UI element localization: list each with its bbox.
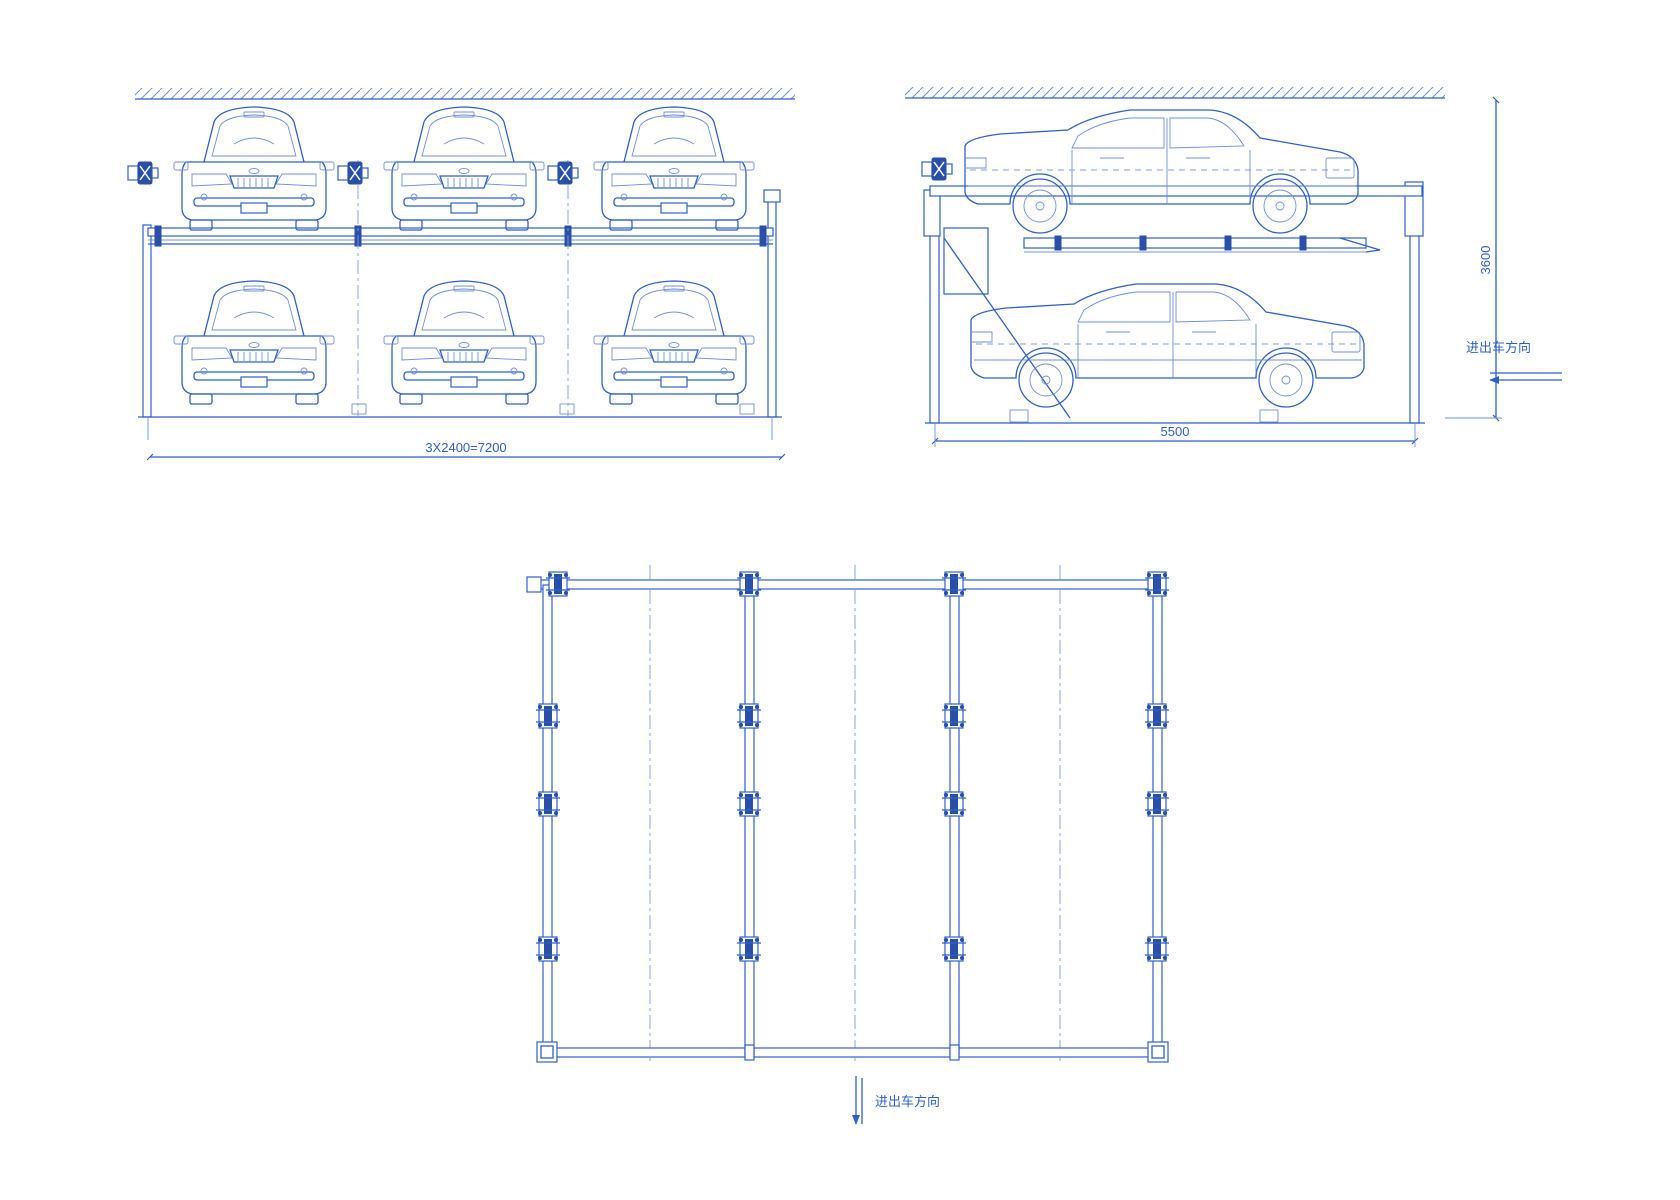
motor-icon (337, 161, 369, 185)
joint-icon (535, 791, 561, 817)
motor-icon (547, 161, 579, 185)
motor-icon (921, 157, 953, 181)
car-lower-side (970, 283, 1365, 408)
upper-pallet (1023, 235, 1381, 253)
car-lower-left (173, 280, 335, 405)
plan-view: 进出车方向 (526, 565, 1170, 1125)
joint-icon (941, 703, 967, 729)
joint-icon (1144, 791, 1170, 817)
joint-icon (736, 703, 762, 729)
front-view: 3X2400=7200 (127, 88, 795, 461)
plan-columns (542, 584, 1163, 1056)
plan-bottom-beam (541, 1047, 1163, 1058)
car-lower-right (593, 280, 755, 405)
side-view: 5500 3600 进出车方向 (905, 87, 1562, 447)
motor-icon (127, 161, 159, 185)
joint-icon (736, 571, 762, 597)
top-rail (929, 185, 1423, 197)
height-dimension: 3600 (1478, 246, 1493, 275)
wheel-stops (351, 403, 755, 415)
side-direction-label: 进出车方向 (1466, 340, 1531, 356)
front-columns (138, 189, 782, 440)
plan-motor-icon (526, 576, 542, 593)
joint-icon (736, 791, 762, 817)
car-upper-middle (383, 106, 545, 231)
ceiling-hatch (905, 87, 1445, 98)
plan-top-beam (539, 579, 1161, 590)
joint-icon (545, 571, 571, 597)
joint-icon (941, 791, 967, 817)
joint-icon (1144, 571, 1170, 597)
car-upper-left (173, 106, 335, 231)
joint-icon (535, 703, 561, 729)
upper-pallet-beam (147, 225, 774, 247)
lift-arm (943, 237, 1071, 419)
car-upper-right (593, 106, 755, 231)
corner-box-icon (536, 1041, 558, 1063)
joint-icon (1144, 703, 1170, 729)
joint-icon (1144, 936, 1170, 962)
length-dimension: 5500 (1161, 424, 1190, 439)
plan-center-lines (649, 565, 1061, 1065)
ceiling-hatch (135, 88, 795, 99)
car-lower-middle (383, 280, 545, 405)
side-columns (923, 181, 1425, 424)
car-upper-side (964, 109, 1359, 234)
width-dimension: 3X2400=7200 (425, 440, 506, 455)
corner-box-icon (1147, 1041, 1169, 1063)
plan-direction-label: 进出车方向 (875, 1094, 940, 1110)
lift-unit (943, 227, 989, 295)
joint-icon (535, 936, 561, 962)
joint-icon (736, 936, 762, 962)
joint-icon (941, 571, 967, 597)
joint-icon (941, 936, 967, 962)
